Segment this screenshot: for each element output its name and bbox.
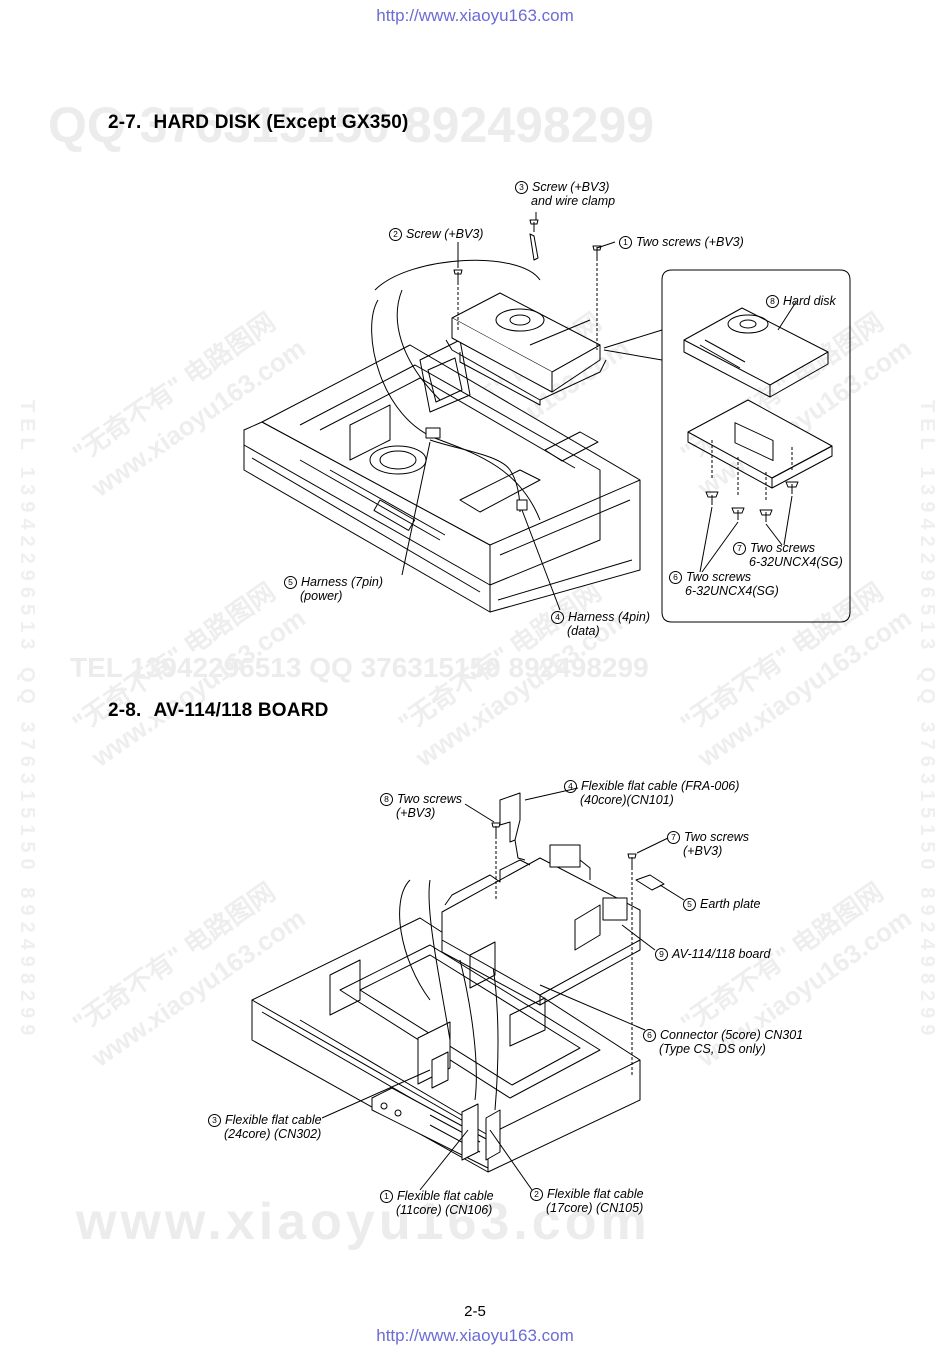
label-harness-7pin: 5 Harness (7pin) (power): [284, 575, 383, 603]
label-two-screws-6: 6 Two screws 6-32UNCX4(SG): [669, 570, 779, 598]
label-line: Earth plate: [700, 897, 761, 911]
label-two-screws-8: 8 Two screws (+BV3): [380, 792, 462, 820]
label-line: Two screws (+BV3): [636, 235, 744, 249]
label-line: and wire clamp: [531, 194, 616, 208]
callout-number: 6: [669, 571, 682, 584]
page-number: 2-5: [464, 1303, 486, 1320]
callout-number: 3: [515, 181, 528, 194]
section-title: AV-114/118 BOARD: [153, 700, 329, 721]
callout-number: 5: [284, 576, 297, 589]
watermark-qq: QQ 376315150 892498299: [48, 97, 655, 153]
section-number: 2-7.: [108, 112, 142, 133]
section-number: 2-8.: [108, 700, 142, 721]
label-two-screws-7b: 7 Two screws (+BV3): [667, 830, 749, 858]
label-line: Flexible flat cable: [547, 1187, 644, 1201]
callout-number: 5: [683, 898, 696, 911]
label-line: AV-114/118 board: [672, 947, 771, 961]
label-line: Screw (+BV3): [406, 227, 484, 241]
section-title: HARD DISK (Except GX350): [153, 112, 409, 133]
callout-number: 7: [667, 831, 680, 844]
label-ffc-17core: 2 Flexible flat cable (17core) (CN105): [530, 1187, 644, 1215]
callout-number: 6: [643, 1029, 656, 1042]
label-line: 6-32UNCX4(SG): [685, 584, 779, 598]
callout-number: 1: [619, 236, 632, 249]
callout-number: 9: [655, 948, 668, 961]
label-hard-disk: 8 Hard disk: [766, 294, 836, 308]
callout-number: 3: [208, 1114, 221, 1127]
watermark-tel: TEL 13942296513 QQ 376315150 892498299: [70, 652, 649, 683]
callout-number: 2: [530, 1188, 543, 1201]
label-line: (data): [567, 624, 600, 638]
callout-number: 4: [551, 611, 564, 624]
label-line: (17core) (CN105): [546, 1201, 644, 1215]
callout-number: 7: [733, 542, 746, 555]
callout-number: 8: [380, 793, 393, 806]
callout-number: 1: [380, 1190, 393, 1203]
label-line: Screw (+BV3): [532, 180, 610, 194]
label-ffc-11core: 1 Flexible flat cable (11core) (CN106): [380, 1189, 494, 1217]
label-connector-cn301: 6 Connector (5core) CN301 (Type CS, DS on…: [643, 1028, 803, 1056]
label-line: (+BV3): [683, 844, 723, 858]
label-screw: 2 Screw (+BV3): [389, 227, 483, 241]
label-line: (+BV3): [396, 806, 436, 820]
label-line: Two screws: [684, 830, 750, 844]
callout-number: 8: [766, 295, 779, 308]
label-ffc-40core: 4 Flexible flat cable (FRA-006) (40core)(…: [564, 779, 739, 807]
label-earth-plate: 5 Earth plate: [683, 897, 760, 911]
label-line: (power): [300, 589, 343, 603]
header-url[interactable]: http://www.xiaoyu163.com: [376, 6, 574, 25]
label-line: Flexible flat cable (FRA-006): [581, 779, 740, 793]
label-two-screws-7: 7 Two screws 6-32UNCX4(SG): [733, 541, 843, 569]
label-harness-4pin: 4 Harness (4pin) (data): [551, 610, 650, 638]
label-line: Two screws: [397, 792, 463, 806]
watermark-site: www.xiaoyu163.com: [76, 1193, 651, 1251]
section-heading-av-board: 2-8. AV-114/118 BOARD: [108, 700, 329, 722]
label-line: Flexible flat cable: [397, 1189, 494, 1203]
section-heading-hard-disk: 2-7. HARD DISK (Except GX350): [108, 112, 409, 134]
label-av-board: 9 AV-114/118 board: [655, 947, 770, 961]
label-line: 6-32UNCX4(SG): [749, 555, 843, 569]
label-line: (24core) (CN302): [224, 1127, 322, 1141]
label-line: Two screws: [750, 541, 816, 555]
label-line: Harness (4pin): [568, 610, 650, 624]
label-ffc-24core: 3 Flexible flat cable (24core) (CN302): [208, 1113, 322, 1141]
label-line: (11core) (CN106): [396, 1203, 493, 1217]
label-line: Connector (5core) CN301: [660, 1028, 804, 1042]
label-line: (Type CS, DS only): [659, 1042, 766, 1056]
label-line: Harness (7pin): [301, 575, 383, 589]
label-two-screws: 1 Two screws (+BV3): [619, 235, 744, 249]
callout-number: 2: [389, 228, 402, 241]
label-line: Two screws: [686, 570, 752, 584]
label-line: Hard disk: [783, 294, 836, 308]
callout-number: 4: [564, 780, 577, 793]
label-line: Flexible flat cable: [225, 1113, 322, 1127]
footer-url[interactable]: http://www.xiaoyu163.com: [376, 1326, 574, 1345]
label-screw-wire-clamp: 3 Screw (+BV3) and wire clamp: [515, 180, 615, 208]
label-line: (40core)(CN101): [580, 793, 674, 807]
